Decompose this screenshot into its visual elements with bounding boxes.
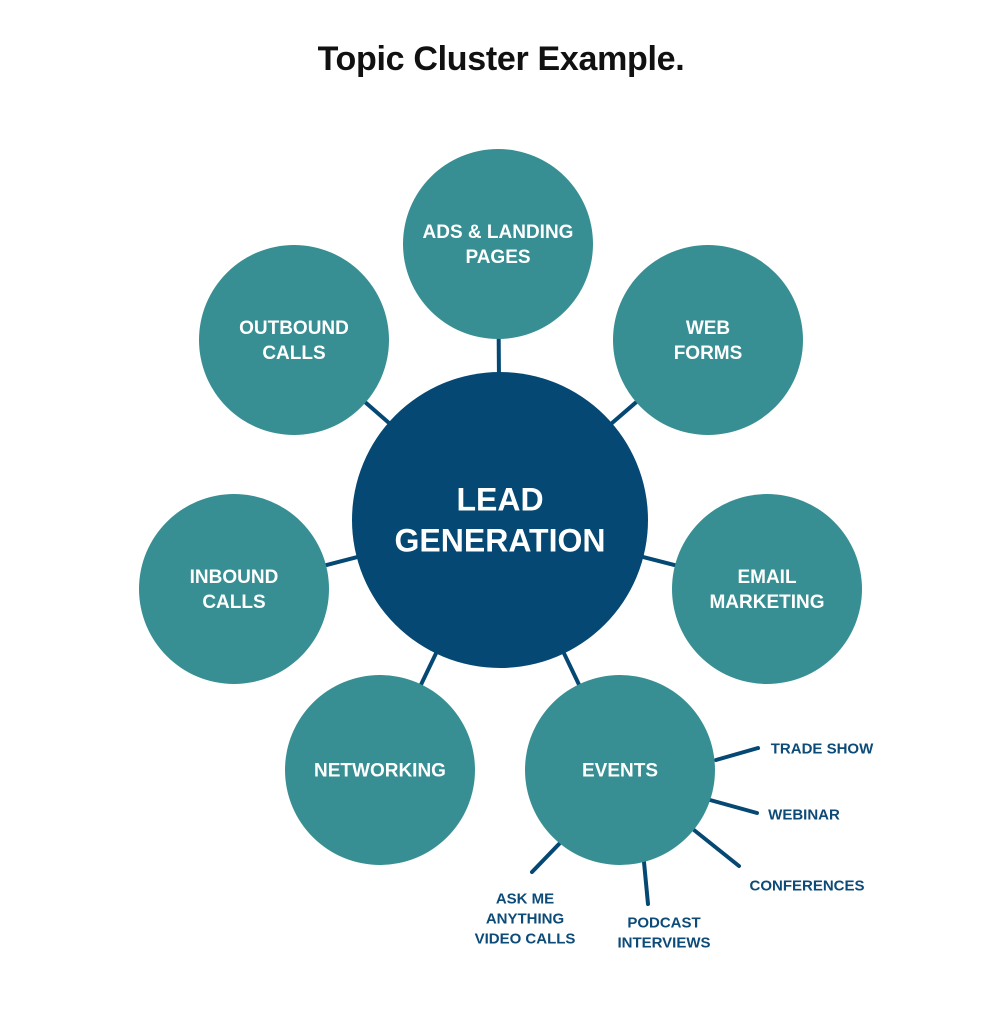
page-title: Topic Cluster Example.: [317, 40, 685, 78]
connector-trade-show: [714, 746, 760, 762]
connectors: [321, 334, 760, 906]
connector-networking: [417, 648, 440, 689]
subtopic-webinar-label: WEBINAR: [768, 806, 840, 823]
spoke-node-outbound-calls: [199, 245, 389, 435]
connector-web-forms: [607, 398, 641, 428]
connector-conferences: [692, 828, 741, 868]
connector-outbound-calls: [361, 398, 393, 427]
connector-email-marketing: [638, 554, 680, 569]
subtopic-conferences-label: CONFERENCES: [749, 877, 864, 894]
connector-ask-me-anything-video-calls: [530, 841, 562, 874]
spoke-networking-label: NETWORKING: [314, 761, 446, 782]
connector-podcast-interviews: [642, 860, 650, 906]
spoke-node-ads-landing-pages: [403, 149, 593, 339]
spoke-node-networking: [285, 675, 475, 865]
spoke-node-events: [525, 675, 715, 865]
subtopic-trade-show-label: TRADE SHOW: [771, 740, 874, 757]
connector-webinar: [708, 798, 759, 815]
connector-events: [560, 648, 583, 689]
hub-node-lead-generation: [352, 372, 648, 668]
connector-inbound-calls: [321, 554, 362, 569]
spoke-node-email-marketing: [672, 494, 862, 684]
spoke-node-inbound-calls: [139, 494, 329, 684]
spoke-events-label: EVENTS: [582, 761, 658, 782]
spoke-node-web-forms: [613, 245, 803, 435]
